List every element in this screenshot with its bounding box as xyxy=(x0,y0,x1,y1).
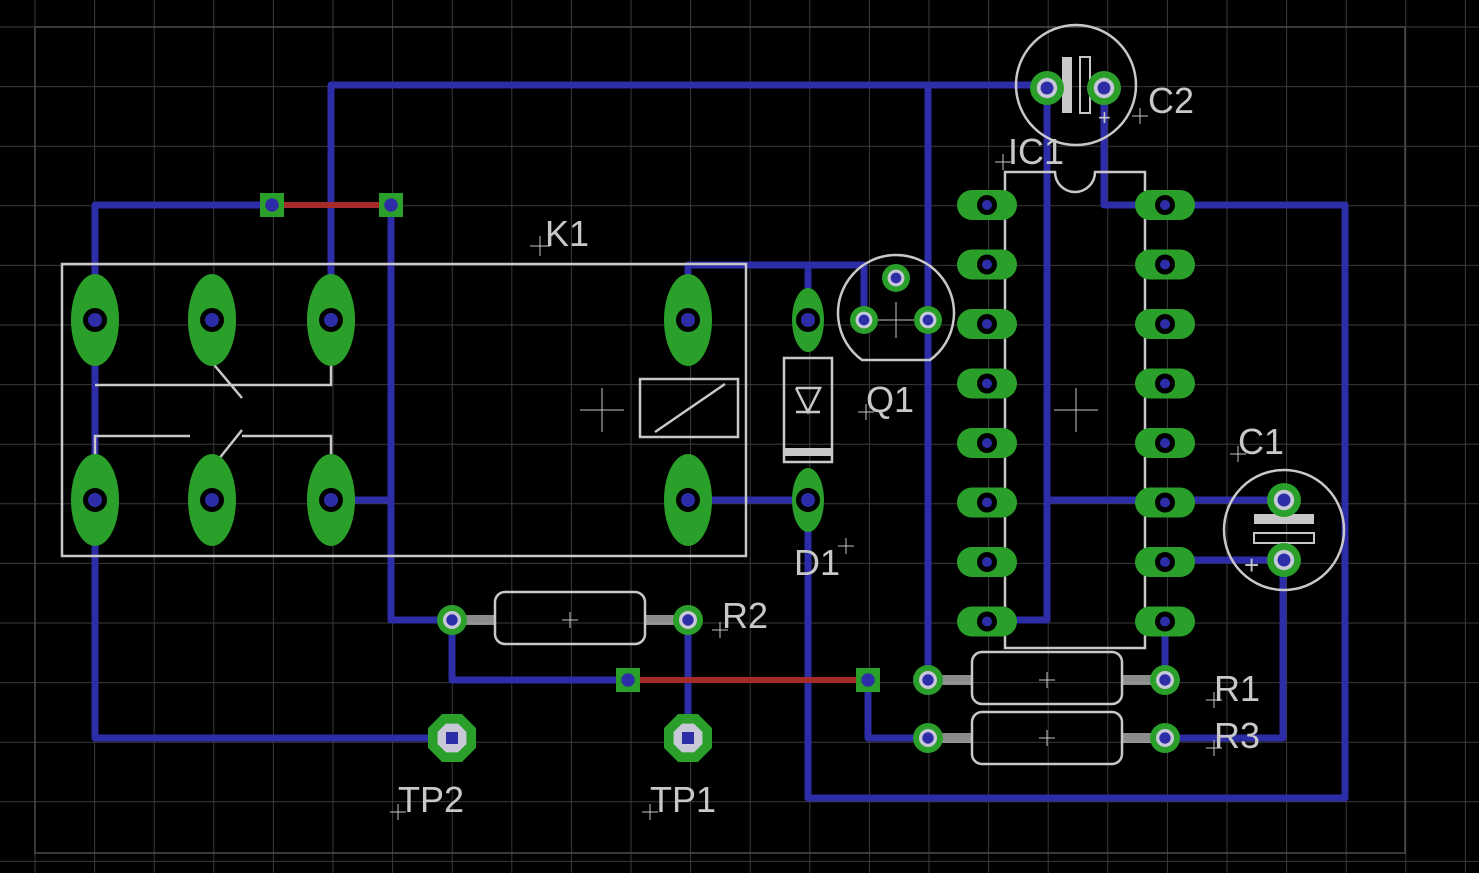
k1-outline xyxy=(60,262,748,558)
r2-pad-2-drill xyxy=(682,614,694,626)
r1-pad-1-drill xyxy=(922,674,934,686)
q1-pad-c-drill xyxy=(922,314,934,326)
ic1-pad-right-5-drill xyxy=(1160,438,1170,448)
r3-pad-2-drill xyxy=(1159,732,1171,744)
d1-symbol xyxy=(794,386,823,415)
ic1-pad-left-4-drill xyxy=(982,378,992,389)
ic1-pad-left-5-drill xyxy=(982,438,992,448)
via-2-drill xyxy=(384,198,398,212)
ic1-pad-right-4-drill xyxy=(1160,378,1170,389)
c2-plus-sign: + xyxy=(1098,105,1111,130)
tp1-pad-drill xyxy=(682,732,694,744)
k1-pad-6-drill xyxy=(205,493,219,507)
k1-pad-7-drill xyxy=(324,493,338,507)
ic1-pad-left-8-drill xyxy=(982,616,992,627)
c1-label: C1 xyxy=(1238,421,1284,462)
trace-c2-left xyxy=(924,81,1051,624)
r1-pad-2-drill xyxy=(1159,674,1171,686)
k1-pad-3-drill xyxy=(324,313,338,327)
d1-pad-1-drill xyxy=(801,313,815,327)
c1-outline xyxy=(1222,468,1346,592)
origin-crosshairs xyxy=(390,108,1246,820)
board-outline xyxy=(34,26,1406,854)
c2-pad-1-drill xyxy=(1040,81,1054,95)
trace-r3-left xyxy=(864,676,932,742)
k1-pad-1-drill xyxy=(88,313,102,327)
d1-label: D1 xyxy=(794,542,840,583)
q1-outline xyxy=(836,253,956,362)
k1-coil xyxy=(638,377,740,439)
k1-switch-top xyxy=(209,359,243,399)
r2-label: R2 xyxy=(722,595,768,636)
r3-pad-1-drill xyxy=(922,732,934,744)
trace-r2-left-down xyxy=(448,616,632,684)
k1-pad-4-drill xyxy=(681,313,695,327)
c1-pad-2-drill xyxy=(1277,553,1291,567)
q1-pad-e-drill xyxy=(858,314,870,326)
tp2-label: TP2 xyxy=(398,779,464,820)
ic1-pad-right-2-drill xyxy=(1160,259,1170,270)
c2-outline xyxy=(1014,23,1138,147)
c2-label: C2 xyxy=(1148,80,1194,121)
k1-pad-2-drill xyxy=(205,313,219,327)
k1-label: K1 xyxy=(545,213,589,254)
d1-pad-2-drill xyxy=(801,493,815,507)
q1-pad-b-drill xyxy=(890,272,902,284)
k1-pad-8-drill xyxy=(681,493,695,507)
tp1-label: TP1 xyxy=(650,779,716,820)
pads xyxy=(71,71,1301,762)
c1-plate-top xyxy=(1254,514,1314,524)
q1-label: Q1 xyxy=(866,379,914,420)
ic1-pad-left-6-drill xyxy=(982,497,992,508)
via-4-drill xyxy=(861,673,875,687)
ic1-label: IC1 xyxy=(1008,131,1064,172)
ic1-outline xyxy=(1003,170,1147,650)
ic1-pad-right-6-drill xyxy=(1160,497,1170,508)
c1-pad-1-drill xyxy=(1277,493,1291,507)
c1-plate-bottom xyxy=(1253,532,1315,544)
trace-via-r2 xyxy=(387,201,456,624)
top-traces xyxy=(269,202,871,683)
ic1-pad-right-1-drill xyxy=(1160,200,1170,210)
d1-outline xyxy=(782,356,834,464)
r1-label: R1 xyxy=(1214,668,1260,709)
trace-c1-r3 xyxy=(1161,556,1287,742)
ic1-pad-right-8-drill xyxy=(1160,616,1170,627)
ic1-pad-left-3-drill xyxy=(982,319,992,329)
ic1-pad-left-1-drill xyxy=(982,200,992,210)
r2-pad-1-drill xyxy=(446,614,458,626)
ic1-pad-left-7-drill xyxy=(982,557,992,567)
trace-c2-right-ic1 xyxy=(804,84,1349,802)
ic1-pad-left-2-drill xyxy=(982,259,992,270)
ic1-pad-right-3-drill xyxy=(1160,319,1170,329)
via-1-drill xyxy=(265,198,279,212)
via-3-drill xyxy=(621,673,635,687)
k1-coil-diag xyxy=(654,382,726,434)
c2-plate-left xyxy=(1062,57,1072,113)
c1-plus-sign: + xyxy=(1244,550,1259,580)
tp2-pad-drill xyxy=(446,732,458,744)
r3-label: R3 xyxy=(1214,715,1260,756)
c2-pad-2-drill xyxy=(1097,81,1111,95)
ic1-pad-right-7-drill xyxy=(1160,557,1170,567)
k1-pad-5-drill xyxy=(88,493,102,507)
